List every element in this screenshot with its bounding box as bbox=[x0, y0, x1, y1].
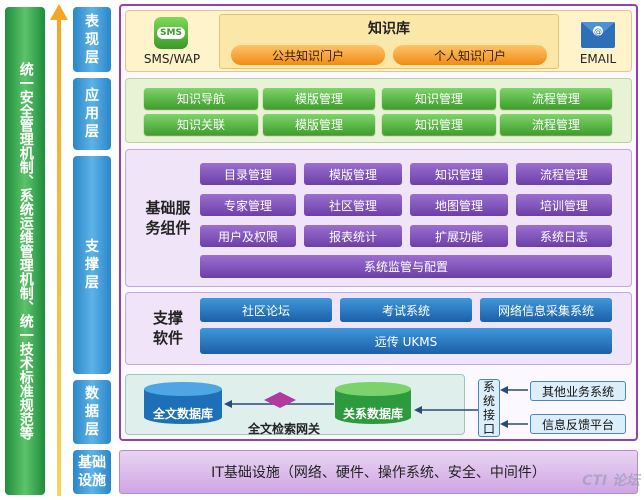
unified-management-bar: 统一安全管理机制、系统运维管理机制、统一技术标准规范等 bbox=[5, 7, 45, 495]
component-extension-functions[interactable]: 扩展功能 bbox=[410, 225, 508, 247]
component-report-statistics[interactable]: 报表统计 bbox=[304, 225, 402, 247]
software-community-forum[interactable]: 社区论坛 bbox=[200, 298, 332, 322]
software-exam-system[interactable]: 考试系统 bbox=[340, 298, 472, 322]
unified-management-text: 统一安全管理机制、系统运维管理机制、统一技术标准规范等 bbox=[17, 62, 34, 440]
layer-support-label: 支撑层 bbox=[85, 239, 99, 291]
layer-application: 应用层 bbox=[73, 78, 111, 150]
support-software-title: 支撑软件 bbox=[142, 304, 194, 352]
layer-data: 数据层 bbox=[73, 380, 111, 444]
relational-database-label: 关系数据库 bbox=[342, 407, 403, 421]
app-knowledge-association[interactable]: 知识关联 bbox=[144, 114, 258, 135]
app-knowledge-management-2[interactable]: 知识管理 bbox=[382, 114, 496, 135]
layer-foundation: 基础设施 bbox=[73, 450, 111, 494]
app-knowledge-navigation[interactable]: 知识导航 bbox=[144, 88, 258, 109]
app-knowledge-management[interactable]: 知识管理 bbox=[382, 88, 496, 109]
software-web-info-collection[interactable]: 网络信息采集系统 bbox=[480, 298, 612, 322]
component-training-management[interactable]: 培训管理 bbox=[516, 194, 612, 216]
layer-presentation: 表现层 bbox=[73, 7, 111, 72]
sms-icon: SMS bbox=[154, 17, 188, 49]
relational-database-icon bbox=[335, 382, 411, 424]
software-ukms[interactable]: 远传 UKMS bbox=[200, 328, 612, 354]
app-template-management-2[interactable]: 模版管理 bbox=[263, 114, 375, 135]
it-infrastructure-bar: IT基础设施（网络、硬件、操作系统、安全、中间件） bbox=[119, 450, 638, 494]
feedback-platform[interactable]: 信息反馈平台 bbox=[530, 414, 626, 434]
component-system-monitoring-config[interactable]: 系统监管与配置 bbox=[200, 255, 612, 278]
basic-components-title: 基础服务组件 bbox=[142, 182, 194, 254]
public-portal-button[interactable]: 公共知识门户 bbox=[231, 45, 385, 65]
component-map-management[interactable]: 地图管理 bbox=[410, 194, 508, 216]
component-community-management[interactable]: 社区管理 bbox=[304, 194, 402, 216]
component-system-log[interactable]: 系统日志 bbox=[516, 225, 612, 247]
app-process-management[interactable]: 流程管理 bbox=[500, 88, 612, 109]
watermark-text: CTI 论坛 bbox=[582, 473, 640, 489]
watermark: CTI 论坛 bbox=[556, 464, 640, 496]
interface-arrows bbox=[414, 386, 528, 428]
app-template-management[interactable]: 模版管理 bbox=[263, 88, 375, 109]
component-users-permissions[interactable]: 用户及权限 bbox=[200, 225, 296, 247]
search-gateway-label: 全文检索网关 bbox=[247, 422, 320, 436]
sms-badge: SMS bbox=[157, 27, 185, 39]
component-knowledge-management[interactable]: 知识管理 bbox=[410, 163, 508, 185]
other-business-systems[interactable]: 其他业务系统 bbox=[530, 381, 626, 401]
sms-wap-label: SMS/WAP bbox=[143, 52, 201, 66]
support-software-title-text: 支撑软件 bbox=[152, 309, 183, 347]
data-flow-arrows bbox=[224, 392, 334, 408]
knowledge-base-title: 知识库 bbox=[368, 21, 410, 37]
layer-support: 支撑层 bbox=[73, 156, 111, 374]
app-process-management-2[interactable]: 流程管理 bbox=[500, 114, 612, 135]
component-expert-management[interactable]: 专家管理 bbox=[200, 194, 296, 216]
upward-arrow-icon bbox=[50, 4, 68, 496]
email-label: EMAIL bbox=[579, 52, 617, 66]
layer-presentation-label: 表现层 bbox=[85, 13, 99, 66]
layer-data-label: 数据层 bbox=[85, 386, 99, 438]
component-process-management[interactable]: 流程管理 bbox=[516, 163, 612, 185]
component-template-management[interactable]: 模版管理 bbox=[304, 163, 402, 185]
personal-portal-button[interactable]: 个人知识门户 bbox=[393, 45, 547, 65]
fulltext-database-icon bbox=[144, 382, 222, 424]
email-icon: @ bbox=[581, 22, 615, 48]
system-interface-label: 系统接口 bbox=[483, 380, 496, 436]
svg-text:@: @ bbox=[594, 27, 602, 36]
layer-foundation-label: 基础设施 bbox=[78, 455, 106, 489]
fulltext-database-label: 全文数据库 bbox=[152, 407, 213, 421]
system-interface-box: 系统接口 bbox=[478, 379, 500, 437]
it-infrastructure-label: IT基础设施（网络、硬件、操作系统、安全、中间件） bbox=[211, 465, 546, 481]
basic-components-title-text: 基础服务组件 bbox=[145, 199, 191, 237]
layer-application-label: 应用层 bbox=[85, 88, 99, 140]
component-catalog-management[interactable]: 目录管理 bbox=[200, 163, 296, 185]
